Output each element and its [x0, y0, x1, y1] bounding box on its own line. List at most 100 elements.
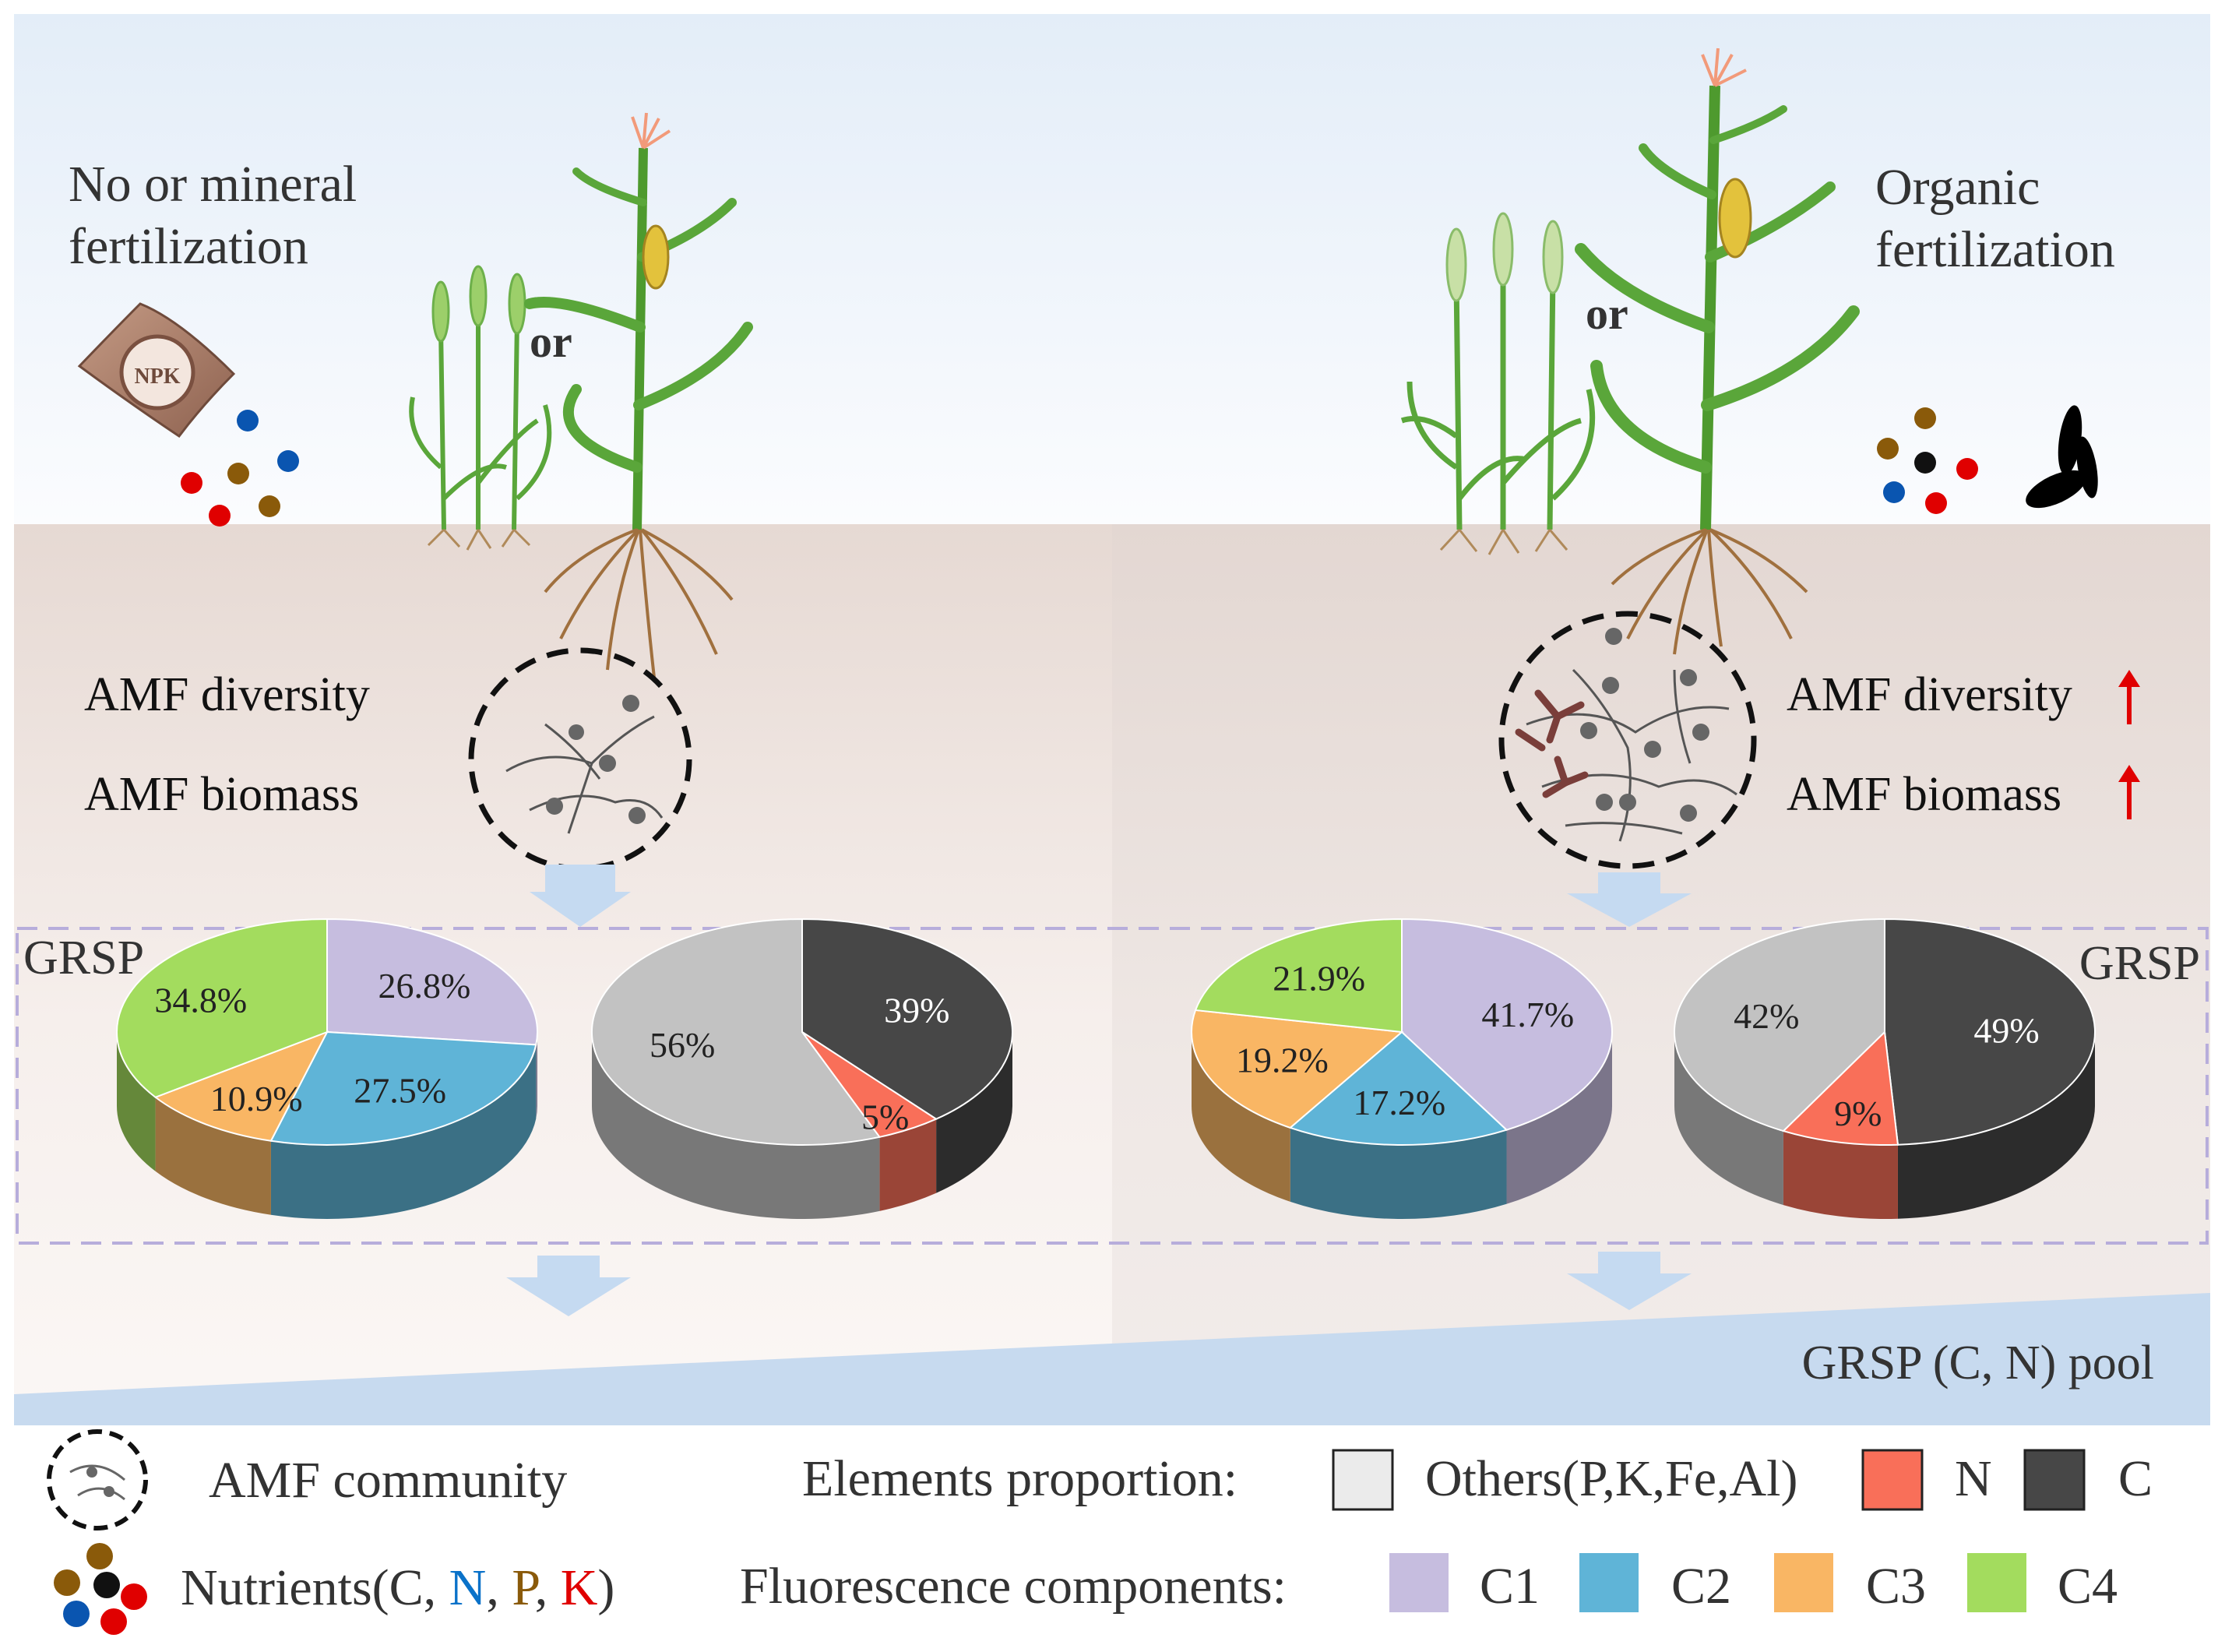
pie-3-slice-1 [1782, 1030, 1899, 1146]
pie-0-side-1 [270, 1044, 537, 1220]
corn-plant-icon-right [1575, 48, 1860, 530]
grsp-pool-wedge [14, 1293, 2210, 1425]
pie-2-slice-2 [1191, 1009, 1404, 1129]
pie-1-label-1: 5% [861, 1097, 909, 1137]
pie-0-label-0: 26.8% [378, 966, 470, 1006]
nutrients-k: K [561, 1559, 598, 1616]
legend-swatch-others [1332, 1449, 1394, 1511]
legend-fluorescence-c3: C3 [1866, 1558, 1926, 1615]
legend-fluorescence-c1: C1 [1480, 1558, 1540, 1615]
pie-2-label-3: 21.9% [1273, 959, 1365, 999]
pie-0-slice-2 [153, 1030, 329, 1142]
pie-2-side-2 [1192, 1032, 1290, 1202]
legend-swatch-c2 [1579, 1553, 1639, 1612]
pie-0-slice-0 [326, 918, 538, 1046]
pie-3-label-2: 42% [1734, 996, 1799, 1036]
nutrients-prefix: Nutrients(C, [181, 1559, 449, 1616]
pie-3-label-1: 9% [1834, 1094, 1882, 1133]
legend-swatch-c3 [1774, 1553, 1833, 1612]
pie-3-side-1 [1783, 1131, 1898, 1219]
pie-2-label-0: 41.7% [1481, 995, 1574, 1034]
right-amf-biomass-label: AMF biomass [1787, 768, 2061, 821]
pie-3-side-2 [1674, 1032, 1783, 1206]
flow-arrow-left-top [530, 865, 631, 927]
legend-swatch-c1 [1389, 1553, 1449, 1612]
pie-2-label-1: 17.2% [1353, 1083, 1445, 1122]
pie-3-slice-0 [1884, 918, 2096, 1146]
left-fluorescence-pie: 26.8%27.5%10.9%34.8% [116, 918, 538, 1220]
right-elements-pie: 49% 9% 42% [1674, 918, 2096, 1219]
npk-fertilizer-bag-icon: NPK [77, 302, 236, 439]
wheat-plant-icon-right [1400, 212, 1596, 555]
left-amf-diversity-label: AMF diversity [84, 668, 370, 721]
pie-1-side-2 [591, 1032, 880, 1220]
left-elements-pie: 39% 5% 56% [591, 918, 1013, 1220]
left-title-line1: No or mineral [69, 156, 357, 213]
pie-1-slice-2 [591, 918, 882, 1146]
legend-swatch-n [1861, 1449, 1924, 1511]
legend-nutrients-label: Nutrients(C, N, P, K) [181, 1559, 614, 1616]
pie-3-slice-2 [1674, 918, 1885, 1132]
right-fluorescence-pie: 41.7% 17.2% 19.2% 21.9% [1191, 918, 1614, 1219]
right-title-line2: fertilization [1875, 221, 2115, 278]
legend-nutrients-icon [54, 1543, 147, 1635]
legend-fluorescence-title: Fluorescence components: [740, 1558, 1287, 1615]
corn-plant-icon-left [524, 112, 753, 530]
pie-1-side-0 [936, 1032, 1013, 1193]
organic-nutrients-icon [1877, 407, 1978, 514]
pie-2-slice-1 [1288, 1030, 1509, 1146]
left-title-line2: fertilization [69, 218, 308, 275]
sky-background [14, 14, 2210, 524]
legend-elements-others: Others(P,K,Fe,Al) [1425, 1450, 1797, 1507]
legend-swatch-c [2023, 1449, 2086, 1511]
pie-1-label-0: 39% [884, 991, 949, 1030]
grsp-dashed-box [16, 927, 2209, 1245]
left-amf-biomass-label: AMF biomass [84, 768, 359, 821]
manure-icon [2026, 405, 2098, 509]
pie-0-label-2: 10.9% [210, 1079, 303, 1118]
pie-0-side-0 [536, 1032, 537, 1119]
pie-0-slice-3 [116, 918, 328, 1098]
legend: AMF community Nutrients(C, N, P, K) Elem… [47, 1429, 2153, 1635]
right-amf-diversity-label: AMF diversity [1787, 668, 2072, 721]
corn-roots-left [544, 528, 734, 678]
nutrients-p: P [512, 1559, 539, 1616]
wheat-plant-icon-left [409, 265, 552, 551]
left-grsp-label: GRSP [23, 932, 144, 985]
amf-diversity-increase-arrow-icon [2118, 670, 2140, 724]
left-or-label: or [530, 316, 572, 367]
right-or-label: or [1586, 288, 1628, 339]
amf-community-circle-left [468, 647, 692, 872]
flow-arrow-right-top [1567, 872, 1692, 927]
pie-2-slice-0 [1401, 918, 1614, 1131]
mineral-nutrients-icon [181, 410, 299, 527]
legend-fluorescence-c4: C4 [2058, 1558, 2118, 1615]
right-grsp-label: GRSP [2079, 937, 2200, 990]
legend-elements-c: C [2118, 1450, 2153, 1507]
corn-roots-right [1611, 528, 1808, 655]
pie-0-slice-1 [269, 1030, 537, 1146]
legend-fluorescence-c2: C2 [1671, 1558, 1731, 1615]
flow-arrow-right-bottom [1567, 1252, 1692, 1310]
nutrients-suffix: ) [597, 1559, 614, 1616]
pie-3-label-0: 49% [1973, 1010, 2039, 1050]
amf-community-circle-right [1498, 611, 1757, 869]
legend-swatch-c4 [1967, 1553, 2026, 1612]
npk-bag-label: NPK [134, 365, 180, 389]
legend-amf-community-label: AMF community [209, 1452, 567, 1509]
pie-3-side-0 [1897, 1032, 2095, 1219]
pie-2-label-2: 19.2% [1236, 1041, 1329, 1080]
pie-1-label-2: 56% [650, 1025, 715, 1065]
legend-amf-community-icon [47, 1429, 148, 1530]
pie-2-slice-3 [1194, 918, 1403, 1034]
amf-biomass-increase-arrow-icon [2118, 765, 2140, 819]
legend-elements-n: N [1955, 1450, 1992, 1507]
nutrients-sep2: , [535, 1559, 561, 1616]
legend-elements-title: Elements proportion: [802, 1450, 1237, 1507]
right-title-line1: Organic [1875, 159, 2040, 216]
pie-2-side-0 [1506, 1032, 1612, 1204]
flow-arrow-left-bottom [506, 1256, 631, 1316]
pie-0-side-2 [155, 1097, 271, 1215]
pie-0-label-3: 34.8% [154, 981, 247, 1020]
